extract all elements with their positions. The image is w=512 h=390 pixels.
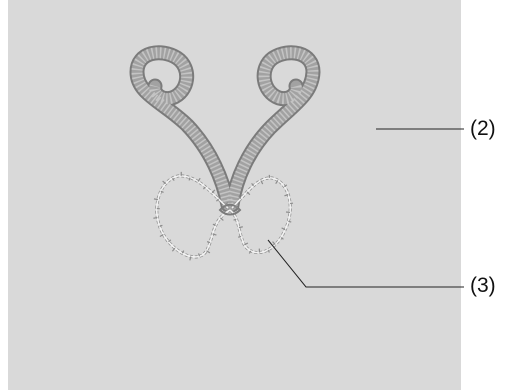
stitch-spike bbox=[238, 236, 241, 237]
stitch-spike bbox=[154, 199, 158, 200]
callout-label-3: (3) bbox=[470, 275, 496, 296]
callout-label-2: (2) bbox=[470, 118, 496, 139]
stitch-spike bbox=[190, 256, 191, 260]
stitch-spike bbox=[288, 221, 291, 222]
stitch-spike bbox=[153, 218, 157, 219]
